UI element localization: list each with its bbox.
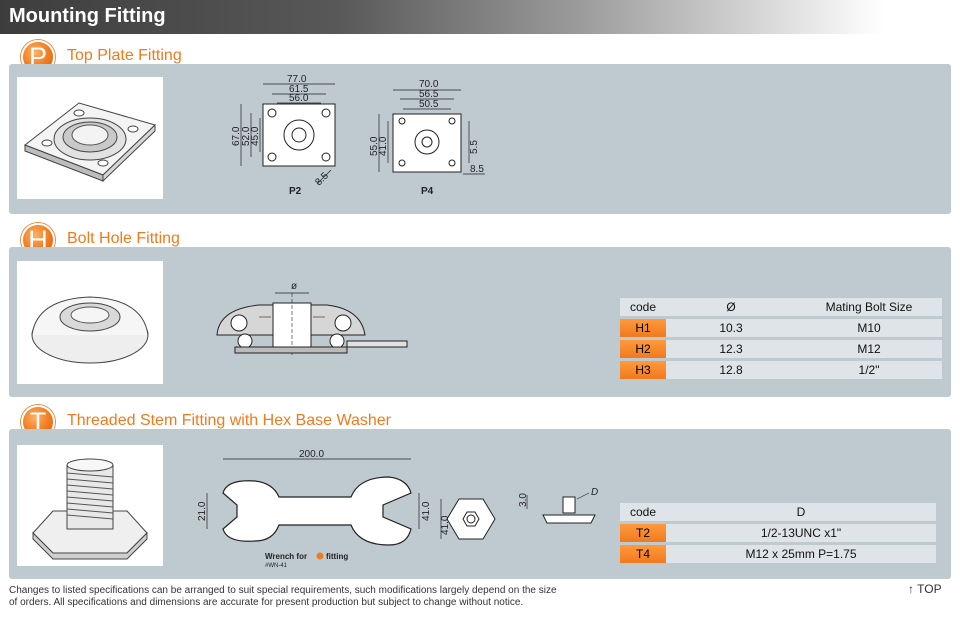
panel-threaded: 200.0 21.0 41.0 Wrench for fitting #WN-4… [9, 429, 951, 579]
row-code: T2 [620, 524, 666, 542]
back-to-top-link[interactable]: ↑ TOP [908, 582, 942, 596]
wrench-part-number: #WN-41 [265, 563, 288, 569]
drawing-p2: 77.0 61.5 56.0 67.0 52.0 45.0 8.5 P2 [227, 72, 357, 202]
dim-label: 55.0 [369, 136, 380, 156]
row-bolt-size: M10 [796, 319, 942, 337]
drawing-label-p2: P2 [289, 186, 302, 197]
page-header: Mounting Fitting [0, 0, 960, 34]
col-header-d: D [666, 503, 936, 521]
dim-label: 50.5 [419, 99, 439, 110]
page-title: Mounting Fitting [9, 5, 166, 27]
product-photo-bolt-hole [17, 261, 163, 384]
drawing-bolt-hole-section: ø [205, 275, 409, 365]
dim-label: 67.0 [231, 126, 242, 146]
section-label: Top Plate Fitting [67, 47, 182, 64]
table-row: T2 1/2-13UNC x1" [620, 524, 936, 542]
drawing-wrench: 200.0 21.0 41.0 Wrench for fitting #WN-4… [193, 449, 433, 571]
dim-label: 56.0 [289, 93, 309, 104]
col-header-diameter: Ø [666, 298, 796, 316]
dim-label: 70.0 [419, 79, 439, 90]
footer-note-line: of orders. All specifications and dimens… [9, 597, 524, 608]
section-label: Threaded Stem Fitting with Hex Base Wash… [67, 412, 391, 429]
dim-hex: 41.0 [440, 515, 451, 535]
dim-wrench-left: 21.0 [197, 501, 208, 521]
drawing-label-p4: P4 [421, 186, 434, 197]
row-d: M12 x 25mm P=1.75 [666, 545, 936, 563]
orange-dot-icon [316, 552, 324, 560]
wrench-caption-pre: Wrench for [265, 552, 307, 561]
phi-label: ø [291, 281, 297, 292]
dim-label: 56.5 [419, 89, 439, 100]
dim-stem-d: D [591, 487, 598, 498]
panel-bolt-hole: ø code Ø Mating Bolt Size H1 [9, 247, 951, 397]
table-row: H3 12.8 1/2" [620, 361, 942, 379]
row-code: T4 [620, 545, 666, 563]
row-diameter: 12.8 [666, 361, 796, 379]
bolt-hole-spec-table: code Ø Mating Bolt Size H1 10.3 M10 H2 1… [620, 295, 942, 382]
dim-label: 61.5 [289, 84, 309, 95]
panel-top-plate: 77.0 61.5 56.0 67.0 52.0 45.0 8.5 P2 [9, 64, 951, 214]
row-code: H3 [620, 361, 666, 379]
product-photo-top-plate [17, 77, 163, 199]
product-photo-threaded [17, 445, 163, 566]
dim-label: 52.0 [241, 126, 252, 146]
footer-note: Changes to listed specifications can be … [9, 585, 649, 609]
dim-wrench-right: 41.0 [421, 501, 432, 521]
table-row: T4 M12 x 25mm P=1.75 [620, 545, 936, 563]
row-code: H1 [620, 319, 666, 337]
col-header-code: code [620, 503, 666, 521]
dim-label: 45.0 [250, 126, 261, 146]
col-header-code: code [620, 298, 666, 316]
table-row: H2 12.3 M12 [620, 340, 942, 358]
row-d: 1/2-13UNC x1" [666, 524, 936, 542]
drawing-stem-profile: 3.0 D [519, 485, 609, 535]
dim-label: 5.5 [469, 140, 480, 154]
threaded-spec-table: code D T2 1/2-13UNC x1" T4 M12 x 25mm P=… [620, 500, 936, 566]
dim-wrench-length: 200.0 [299, 449, 324, 460]
table-row: H1 10.3 M10 [620, 319, 942, 337]
col-header-mating-bolt: Mating Bolt Size [796, 298, 942, 316]
wrench-caption-post: fitting [326, 552, 348, 561]
table-header-row: code D [620, 503, 936, 521]
row-diameter: 10.3 [666, 319, 796, 337]
dim-label: 41.0 [378, 136, 389, 156]
row-code: H2 [620, 340, 666, 358]
dim-stem-height: 3.0 [519, 493, 529, 507]
dim-label: 8.5 [470, 164, 484, 175]
drawing-p4: 70.0 56.5 50.5 55.0 41.0 5.5 8.5 P4 [367, 76, 497, 202]
section-label: Bolt Hole Fitting [67, 230, 180, 247]
drawing-hex-washer: 41.0 [439, 489, 503, 549]
row-bolt-size: M12 [796, 340, 942, 358]
footer-note-line: Changes to listed specifications can be … [9, 585, 557, 596]
row-diameter: 12.3 [666, 340, 796, 358]
dim-label: 77.0 [287, 74, 307, 85]
row-bolt-size: 1/2" [796, 361, 942, 379]
table-header-row: code Ø Mating Bolt Size [620, 298, 942, 316]
